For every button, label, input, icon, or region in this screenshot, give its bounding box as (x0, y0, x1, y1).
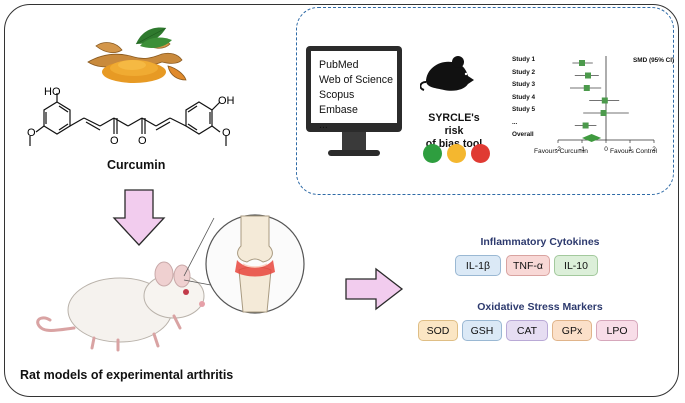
study-label: Study 2 (512, 68, 536, 76)
leaf-icon (135, 27, 172, 48)
figure-frame (4, 4, 679, 397)
study-point (579, 60, 585, 66)
study-label: Study 4 (512, 93, 536, 101)
x-tick-label: -1 (579, 146, 585, 153)
marker-sod: SOD (418, 320, 458, 341)
inflamed-synovium (235, 260, 275, 277)
rat-paws (90, 314, 182, 352)
study-point (583, 85, 590, 91)
overall-diamond (582, 134, 602, 142)
study-point (600, 110, 607, 116)
marker-lpo: LPO (596, 320, 638, 341)
compound-name: Curcumin (107, 158, 166, 172)
database-item: Embase (319, 104, 358, 116)
favours-control-label: Favours Control (610, 148, 657, 155)
x-tick-label: 0 (604, 146, 608, 153)
study-label: Study 3 (512, 81, 536, 88)
knee-joint-illustration (205, 214, 305, 314)
study-point (582, 122, 589, 129)
computer-monitor-icon (306, 46, 402, 156)
marker-gsh: GSH (462, 320, 502, 341)
methoxy-oxygen-left: O (27, 127, 36, 139)
x-tick-label: 2 (652, 146, 656, 153)
study-point (601, 97, 608, 104)
model-caption: Rat models of experimental arthritis (20, 368, 234, 382)
rat-ear-back (173, 264, 191, 288)
turmeric-powder-icon (102, 60, 166, 83)
turmeric-illustration (87, 27, 187, 83)
marker-cat: CAT (506, 320, 548, 341)
x-tick-label: -2 (555, 146, 561, 153)
forest-plot: -2 -1 0 1 2 (555, 56, 656, 153)
overall-label: Overall (512, 131, 534, 138)
oxidative-title: Oxidative Stress Markers (477, 301, 603, 313)
study-label: ... (512, 118, 518, 126)
down-arrow-icon (112, 189, 166, 246)
database-item: Scopus (319, 89, 355, 101)
database-item: Web of Science (319, 74, 394, 86)
right-arrow-icon (345, 267, 404, 311)
study-labels: Study 1 Study 2 Study 3 Study 4 Study 5 … (512, 56, 562, 144)
database-item: PubMed (319, 59, 359, 71)
curcumin-structure: HO O O O OH O (27, 86, 235, 147)
hydroxyl-right-label: OH (218, 95, 235, 107)
high-risk-indicator (471, 144, 490, 163)
curcumin-bonds (29, 93, 227, 146)
favours-curcumin-label: Favours Curcumin (534, 148, 588, 155)
methoxy-oxygen-right: O (222, 127, 231, 139)
x-tick-label: 1 (628, 146, 632, 153)
femur-icon (237, 215, 273, 263)
forest-header: SMD (95% CI) (633, 57, 675, 64)
study-point (585, 72, 591, 79)
unclear-risk-indicator (447, 144, 466, 163)
systematic-review-panel (296, 7, 674, 195)
rat-tail (36, 316, 76, 332)
rat-illustration (36, 261, 205, 352)
study-label: Study 5 (512, 106, 536, 113)
carbonyl-oxygen-2: O (138, 135, 147, 147)
rat-nose (199, 301, 205, 307)
rat-ear (154, 261, 174, 287)
mouse-icon (420, 56, 474, 91)
hydroxyl-left-label: HO (44, 86, 61, 98)
database-list: PubMed Web of Science Scopus Embase ... (319, 58, 393, 133)
marker-il1b: IL-1β (455, 255, 501, 276)
cytokines-title: Inflammatory Cytokines (480, 236, 600, 248)
marker-gpx: GPx (552, 320, 592, 341)
database-item: ... (319, 119, 328, 131)
marker-il10: IL-10 (554, 255, 598, 276)
risk-tool-line1: SYRCLE's risk (428, 112, 480, 137)
marker-tnfa: TNF-α (506, 255, 550, 276)
rat-eye (183, 289, 189, 295)
study-label: Study 1 (512, 56, 536, 63)
carbonyl-oxygen-1: O (110, 135, 119, 147)
low-risk-indicator (423, 144, 442, 163)
